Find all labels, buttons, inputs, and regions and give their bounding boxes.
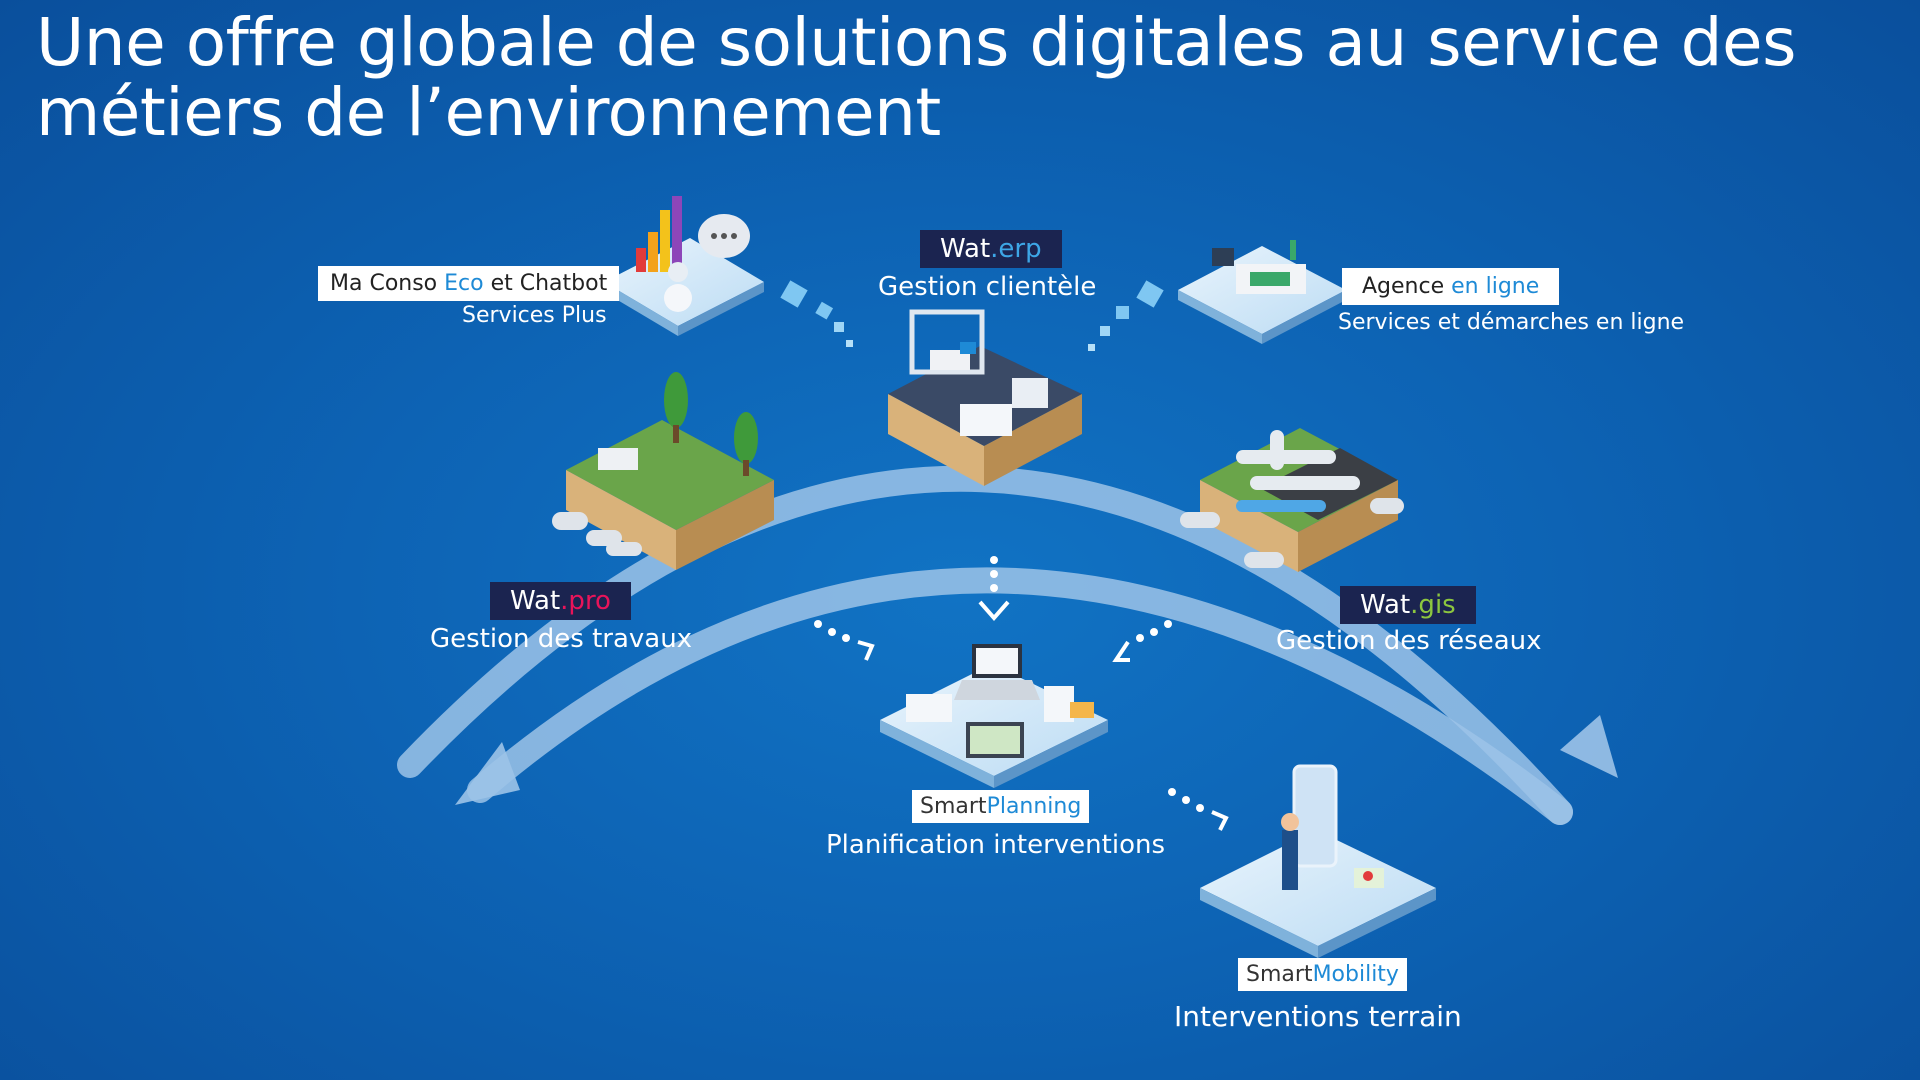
gis-label: Wat.gis [1340, 586, 1476, 624]
gis-illustration [1180, 428, 1404, 572]
left-arrowhead [455, 742, 520, 805]
planning-illustration [880, 644, 1108, 788]
inner-arc [467, 567, 1573, 825]
pro-caption: Gestion des travaux [430, 624, 693, 654]
pro-illustration [552, 372, 774, 570]
mobility-caption: Interventions terrain [1174, 1000, 1462, 1033]
agence-illustration [1178, 240, 1346, 344]
agence-label: Agence en ligne [1342, 268, 1560, 305]
erp-caption: Gestion clientèle [878, 272, 1097, 302]
floating-cubes [780, 280, 1164, 351]
page-title: Une offre globale de solutions digitales… [36, 4, 1797, 151]
planning-label: SmartPlanning [912, 790, 1090, 823]
erp-label: Wat.erp [920, 230, 1062, 268]
dotted-connectors [814, 556, 1229, 831]
maconso-caption: Services Plus [462, 303, 607, 328]
gis-caption: Gestion des réseaux [1276, 626, 1542, 656]
erp-illustration [888, 309, 1082, 486]
mobility-label: SmartMobility [1238, 958, 1407, 991]
planning-caption: Planification interventions [826, 830, 1166, 860]
pro-label: Wat.pro [490, 582, 631, 620]
agence-caption: Services et démarches en ligne [1338, 310, 1685, 335]
maconso-label: Ma Conso Eco et Chatbot [318, 266, 620, 301]
mobility-illustration [1200, 764, 1436, 958]
maconso-illustration [604, 196, 764, 336]
right-arrowhead [1560, 715, 1618, 778]
